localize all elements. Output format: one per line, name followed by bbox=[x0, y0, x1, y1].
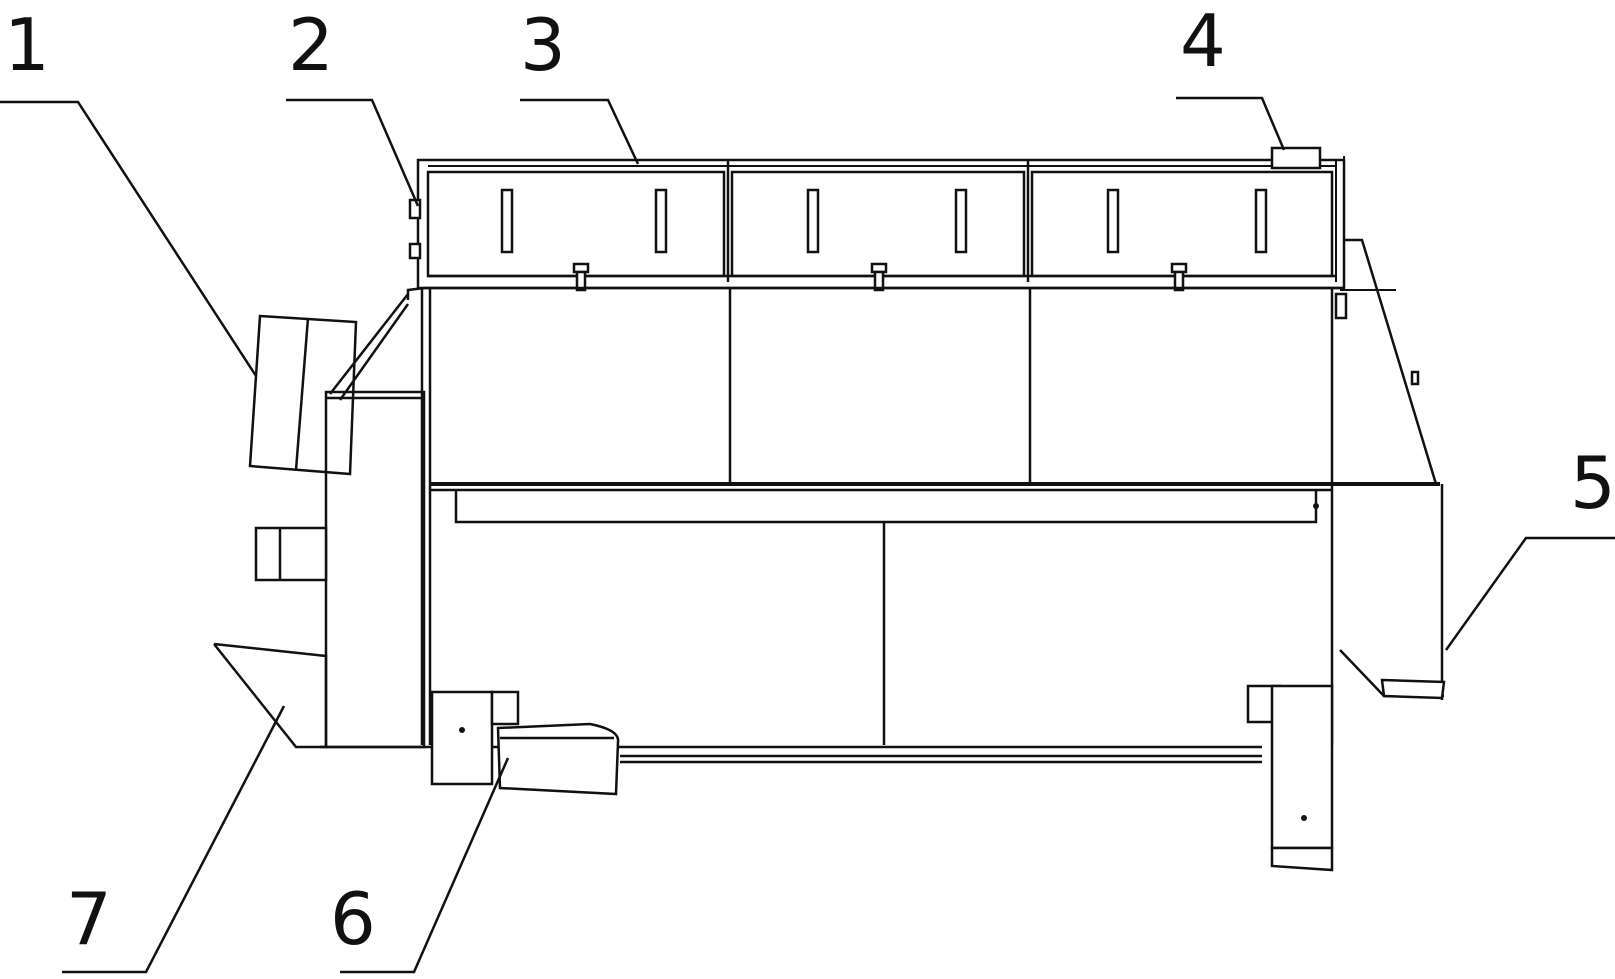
callout-5: 5 bbox=[1570, 441, 1615, 525]
callout-labels: 1 2 3 4 5 6 7 bbox=[4, 0, 1615, 961]
callout-6: 6 bbox=[330, 877, 376, 961]
drain-valve bbox=[572, 262, 590, 292]
left-support-foot bbox=[430, 690, 520, 786]
callout-2: 2 bbox=[288, 3, 334, 87]
right-support-foot bbox=[1246, 684, 1334, 872]
left-side-assembly bbox=[213, 286, 426, 749]
top-tank-assembly bbox=[408, 146, 1346, 292]
top-fitting bbox=[1270, 146, 1322, 170]
left-wheel-block bbox=[496, 722, 620, 796]
callout-4: 4 bbox=[1180, 0, 1226, 83]
callout-7: 7 bbox=[66, 877, 112, 961]
callout-3: 3 bbox=[520, 3, 566, 87]
drain-valve bbox=[1170, 262, 1188, 292]
leader-lines bbox=[0, 96, 1615, 974]
right-outlet-hopper bbox=[1313, 238, 1446, 700]
left-chute bbox=[213, 642, 328, 749]
drain-valve bbox=[870, 262, 888, 292]
callout-1: 1 bbox=[4, 3, 50, 87]
side-box bbox=[254, 526, 328, 582]
